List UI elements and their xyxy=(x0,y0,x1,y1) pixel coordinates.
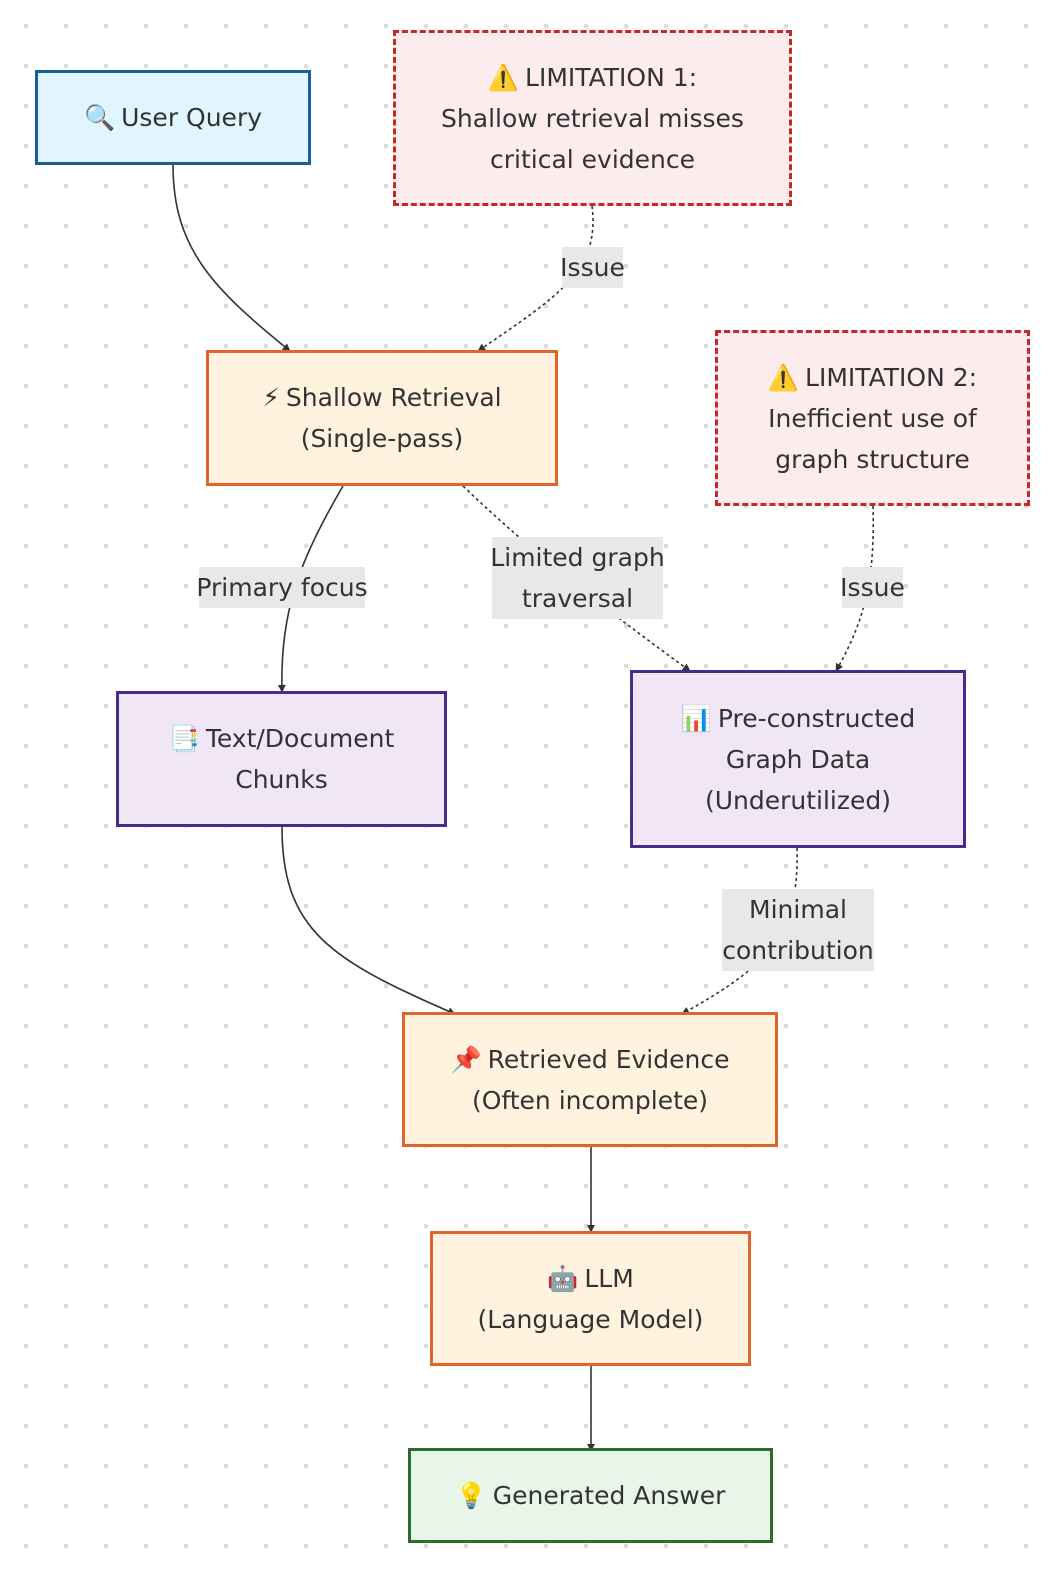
edge-graph-data-to-evidence xyxy=(681,847,798,1015)
node-text-line: 📊Pre-constructed xyxy=(681,698,916,739)
node-text: Generated Answer xyxy=(492,1481,726,1510)
node-text-line: 📑Text/Document xyxy=(169,718,395,759)
node-text: (Underutilized) xyxy=(704,785,892,815)
node-text: Shallow retrieval misses xyxy=(441,103,744,133)
node-text: Inefficient use of xyxy=(768,403,977,433)
edge-label-issue-1: Issue xyxy=(560,247,625,288)
node-text-line: (Single-pass) xyxy=(301,418,464,459)
node-text: critical evidence xyxy=(489,144,696,174)
node-text-line: Inefficient use of xyxy=(768,398,977,439)
node-text: Shallow Retrieval xyxy=(285,383,502,412)
node-text: Retrieved Evidence xyxy=(487,1044,730,1074)
lightbulb-icon: 💡 xyxy=(455,1481,487,1510)
node-text: Pre-constructed xyxy=(717,703,916,733)
edge-label-limited-graph-traversal: Limited graph traversal xyxy=(490,537,665,619)
edge-label-text: Issue xyxy=(840,573,905,602)
magnifier-icon: 🔍 xyxy=(83,103,116,132)
node-limitation-1: ⚠️LIMITATION 1: Shallow retrieval misses c… xyxy=(393,30,792,206)
node-text-line: 💡Generated Answer xyxy=(456,1475,726,1516)
node-text: (Language Model) xyxy=(477,1304,704,1334)
node-shallow-retrieval: ⚡Shallow Retrieval (Single-pass) xyxy=(206,350,558,486)
node-text-line: (Often incomplete) xyxy=(472,1080,708,1121)
edge-shallow-to-graph-data xyxy=(462,485,691,672)
node-retrieved-evidence: 📌Retrieved Evidence (Often incomplete) xyxy=(402,1012,778,1147)
node-text: Chunks xyxy=(235,765,328,794)
node-text-line: graph structure xyxy=(775,439,970,480)
node-text-line: ⚠️LIMITATION 1: xyxy=(488,57,697,98)
node-text-line: ⚡Shallow Retrieval xyxy=(262,377,501,418)
node-text-line: 🔍User Query xyxy=(84,97,262,138)
bar-chart-icon: 📊 xyxy=(680,703,712,733)
edge-label-text: Primary focus xyxy=(196,573,368,602)
node-text-line: critical evidence xyxy=(490,139,695,180)
node-text: User Query xyxy=(121,103,263,132)
node-text-line: (Underutilized) xyxy=(705,780,891,821)
edge-label-primary-focus: Primary focus xyxy=(196,567,368,608)
node-user-query: 🔍User Query xyxy=(35,70,311,165)
edge-label-text: Issue xyxy=(560,253,625,282)
node-text: LLM xyxy=(584,1263,634,1293)
edge-text-chunks-to-evidence xyxy=(281,826,456,1015)
node-text: LIMITATION 2: xyxy=(805,362,978,392)
edge-label-text: contribution xyxy=(722,936,874,965)
node-text: (Single-pass) xyxy=(300,424,464,453)
node-text: Text/Document xyxy=(205,724,395,753)
node-text-line: (Language Model) xyxy=(478,1299,704,1340)
warning-icon: ⚠️ xyxy=(487,62,520,92)
node-text: Graph Data xyxy=(725,744,871,774)
node-text-line: Shallow retrieval misses xyxy=(441,98,744,139)
node-text: LIMITATION 1: xyxy=(525,62,698,92)
node-llm: 🤖LLM (Language Model) xyxy=(430,1231,751,1366)
warning-icon: ⚠️ xyxy=(767,362,800,392)
node-limitation-2: ⚠️LIMITATION 2: Inefficient use of graph s… xyxy=(715,330,1030,506)
node-text: (Often incomplete) xyxy=(471,1085,709,1115)
edge-limitation1-to-shallow-retrieval xyxy=(477,205,594,352)
pushpin-icon: 📌 xyxy=(450,1044,482,1074)
node-text-line: 🤖LLM xyxy=(547,1258,634,1299)
edge-label-text: Limited graph xyxy=(490,543,665,572)
node-text-line: Graph Data xyxy=(726,739,870,780)
edge-query-to-shallow-retrieval xyxy=(172,164,291,352)
edge-label-issue-2: Issue xyxy=(840,567,905,608)
lightning-icon: ⚡ xyxy=(262,383,280,412)
robot-icon: 🤖 xyxy=(547,1263,579,1293)
node-text-line: ⚠️LIMITATION 2: xyxy=(768,357,977,398)
node-text-line: Chunks xyxy=(235,759,328,800)
node-text: graph structure xyxy=(775,444,970,474)
edge-label-text: traversal xyxy=(521,584,634,613)
node-text-line: 📌Retrieved Evidence xyxy=(451,1039,730,1080)
edge-label-text: Minimal xyxy=(749,895,847,924)
edge-label-minimal-contribution: Minimal contribution xyxy=(722,889,874,971)
document-icon: 📑 xyxy=(168,724,200,753)
node-generated-answer: 💡Generated Answer xyxy=(408,1448,773,1543)
